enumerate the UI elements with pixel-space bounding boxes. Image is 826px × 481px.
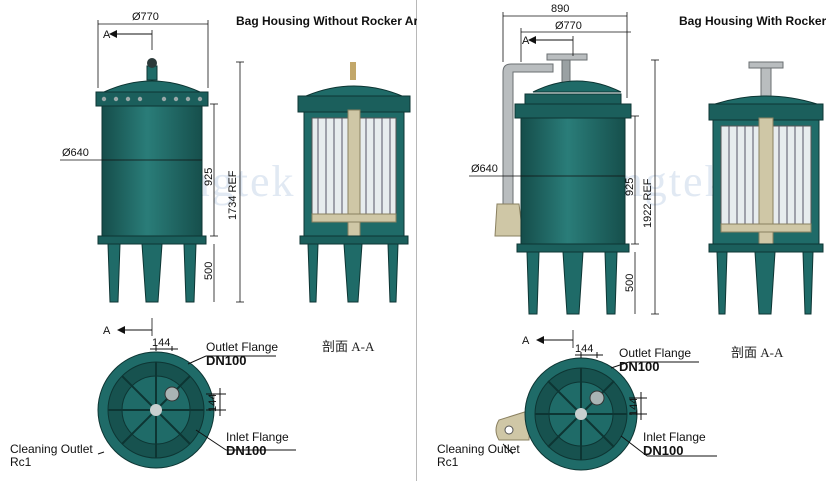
inlet-flange-label: Inlet Flange DN100	[226, 431, 289, 458]
panel-with-rocker-arm: Bag Housing With Rocker Arm Hongtek	[417, 0, 826, 481]
cleaning-outlet-size: Rc1	[10, 455, 32, 469]
dimension-lines	[469, 12, 659, 348]
inlet-flange-label: Inlet Flange DN100	[643, 431, 706, 458]
outlet-flange-text: Outlet Flange	[206, 340, 279, 354]
dim-width-total: 890	[551, 3, 569, 15]
housing-section-view	[297, 62, 411, 303]
cleaning-outlet-label: Cleaning Outlet Rc1	[10, 443, 93, 469]
dim-height-body: 925	[203, 168, 215, 186]
dimension-lines	[60, 20, 244, 336]
dim-height-legs: 500	[624, 274, 636, 292]
dim-height-total: 1734 REF	[227, 170, 239, 220]
cleaning-outlet-text: Cleaning Outlet	[10, 442, 93, 456]
dim-diameter-body: Ø640	[62, 147, 89, 159]
cleaning-outlet-text: Cleaning Outlet	[437, 442, 520, 456]
outlet-flange-label: Outlet Flange DN100	[206, 341, 278, 368]
housing-top-view	[495, 352, 717, 471]
dim-height-legs: 500	[203, 262, 215, 280]
section-label: 剖面 A-A	[322, 339, 375, 354]
section-mark-top: A	[522, 35, 530, 47]
section-mark-bottom: A	[103, 325, 111, 337]
dim-height-body: 925	[624, 178, 636, 196]
dim-flange-horizontal: 144	[575, 343, 593, 355]
inlet-flange-text: Inlet Flange	[226, 430, 289, 444]
outlet-flange-size: DN100	[619, 359, 660, 374]
drawing-with-rocker-arm: Hongtek	[469, 3, 824, 471]
panel-title: Bag Housing Without Rocker Arm	[236, 14, 429, 28]
panel-title: Bag Housing With Rocker Arm	[679, 14, 826, 28]
outlet-flange-text: Outlet Flange	[619, 346, 692, 360]
dim-diameter-top: Ø770	[555, 20, 582, 32]
dim-height-total: 1922 REF	[642, 178, 654, 228]
dim-flange-vertical: 144	[628, 398, 640, 416]
outlet-flange-label: Outlet Flange DN100	[619, 347, 691, 374]
inlet-flange-text: Inlet Flange	[643, 430, 706, 444]
drawing-without-rocker-arm: Hongtek	[60, 11, 411, 469]
dim-diameter-body: Ø640	[471, 163, 498, 175]
section-mark-top: A	[103, 29, 111, 41]
section-mark-bottom: A	[522, 335, 530, 347]
housing-front-view	[514, 80, 632, 315]
inlet-flange-size: DN100	[226, 443, 267, 458]
housing-front-view	[95, 58, 209, 303]
outlet-flange-size: DN100	[206, 353, 247, 368]
dim-diameter-top: Ø770	[132, 11, 159, 23]
dim-flange-vertical: 144	[207, 394, 219, 412]
panel-without-rocker-arm: Bag Housing Without Rocker Arm Hongtek	[10, 0, 429, 481]
housing-section-view	[708, 61, 824, 315]
housing-top-view	[97, 346, 296, 469]
section-label: 剖面 A-A	[731, 345, 784, 360]
inlet-flange-size: DN100	[643, 443, 684, 458]
cleaning-outlet-size: Rc1	[437, 455, 459, 469]
dim-flange-horizontal: 144	[152, 337, 170, 349]
rocker-arm	[494, 53, 588, 237]
cleaning-outlet-label: Cleaning Outlet Rc1	[437, 443, 520, 469]
